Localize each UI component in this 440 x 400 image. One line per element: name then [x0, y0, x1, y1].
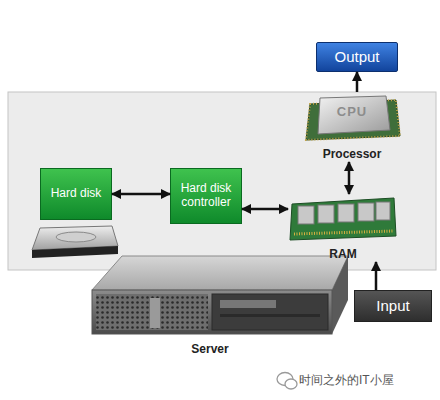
cpu-chip: CPU Processor	[300, 92, 404, 162]
node-text: Hard disk	[51, 187, 102, 201]
watermark: 时间之外的IT小屋	[299, 372, 439, 389]
connector-group	[112, 194, 170, 195]
node-text: CPU	[300, 105, 404, 120]
node-text: Hard disk controller	[173, 182, 239, 210]
connector-group	[242, 209, 288, 210]
connector-group	[349, 162, 350, 194]
arrow-connector	[348, 162, 351, 194]
ram-illustration	[290, 198, 396, 240]
disk-box: Hard disk	[40, 168, 112, 220]
disk-illustration	[32, 226, 118, 258]
arrow-connector	[112, 193, 170, 196]
node-text: Input	[376, 297, 409, 314]
connector-group	[357, 72, 358, 92]
controller-box: Hard disk controller	[170, 168, 242, 224]
connector-group	[376, 262, 377, 290]
arrow-connector	[375, 262, 378, 290]
node-text: Processor	[300, 148, 404, 162]
system-panel	[8, 92, 436, 270]
arrow-connector	[356, 72, 359, 92]
input-box: Input	[354, 290, 432, 322]
node-text: Output	[334, 48, 379, 65]
ram-module: RAM	[288, 194, 398, 262]
server-illustration	[92, 256, 348, 334]
node-text: RAM	[329, 248, 356, 262]
arrow-connector	[242, 208, 288, 211]
output-box: Output	[316, 42, 398, 72]
watermark-icon	[277, 373, 297, 390]
part-name: Server	[170, 342, 250, 356]
